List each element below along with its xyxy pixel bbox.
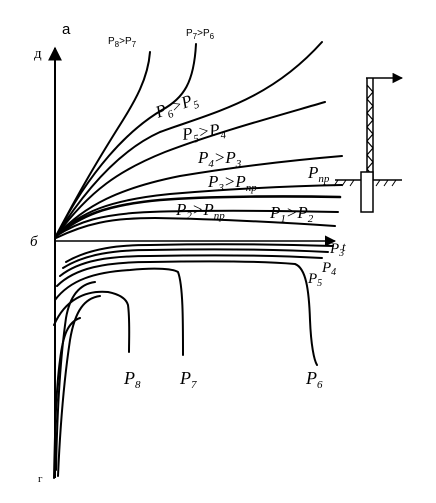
curve-p2 [55, 209, 339, 237]
derrick-lattice [366, 84, 374, 177]
upper-label-p8-p7: P8>P7 [108, 36, 137, 49]
curve-low-p8 [53, 290, 131, 353]
lower-label-p8: P8 [123, 368, 141, 391]
curve-p5 [55, 101, 326, 237]
lower-label-p4: P4 [321, 260, 336, 278]
curve-low-p6 [56, 260, 318, 366]
curve-p7 [55, 43, 197, 237]
upper-label-p2-ppr: P2>Pпр [175, 200, 225, 222]
curve-low-tail-b [57, 295, 101, 477]
corner-label: а [62, 21, 71, 38]
curve-p1 [55, 217, 336, 239]
origin-label: б [30, 234, 38, 250]
lower-curve-labels: P3 P4 P5 P6 P7 P8 [123, 241, 344, 391]
wellbore [360, 171, 374, 213]
lower-curves [53, 243, 334, 479]
upper-label-p5-p4: P5>P4 [180, 119, 227, 147]
well-derrick-sketch [333, 72, 404, 213]
upper-label-ppr: Pпр [307, 163, 330, 185]
curve-low-p5 [59, 254, 323, 277]
ground-hatching [333, 179, 397, 187]
curve-p8 [55, 51, 151, 237]
curve-low-p3 [65, 243, 334, 263]
lower-label-p5: P5 [307, 271, 322, 289]
curve-low-p7 [54, 267, 184, 356]
upper-curves [54, 41, 343, 239]
curve-p4 [55, 155, 343, 237]
bottom-axis-label: г [38, 473, 43, 485]
upper-label-p3-ppr: P3>Pпр [207, 172, 257, 194]
curve-low-tail-c [53, 317, 81, 479]
lower-label-p7: P7 [179, 368, 197, 391]
curve-p6 [55, 41, 323, 237]
curve-low-tail-a [55, 281, 96, 471]
lower-label-p3: P3 [329, 241, 344, 259]
t-axis-label: t [342, 239, 346, 254]
lower-label-p6: P6 [305, 368, 323, 391]
upper-label-p1-p2: P1>P2 [269, 203, 314, 225]
curve-ppr [54, 195, 342, 238]
curve-p3 [55, 184, 343, 237]
curve-low-p4 [62, 248, 329, 269]
upper-label-p7-p6: P7>P6 [186, 28, 215, 41]
axis-top-label: д [34, 46, 42, 62]
upper-label-p4-p3: P4>P3 [197, 148, 242, 170]
